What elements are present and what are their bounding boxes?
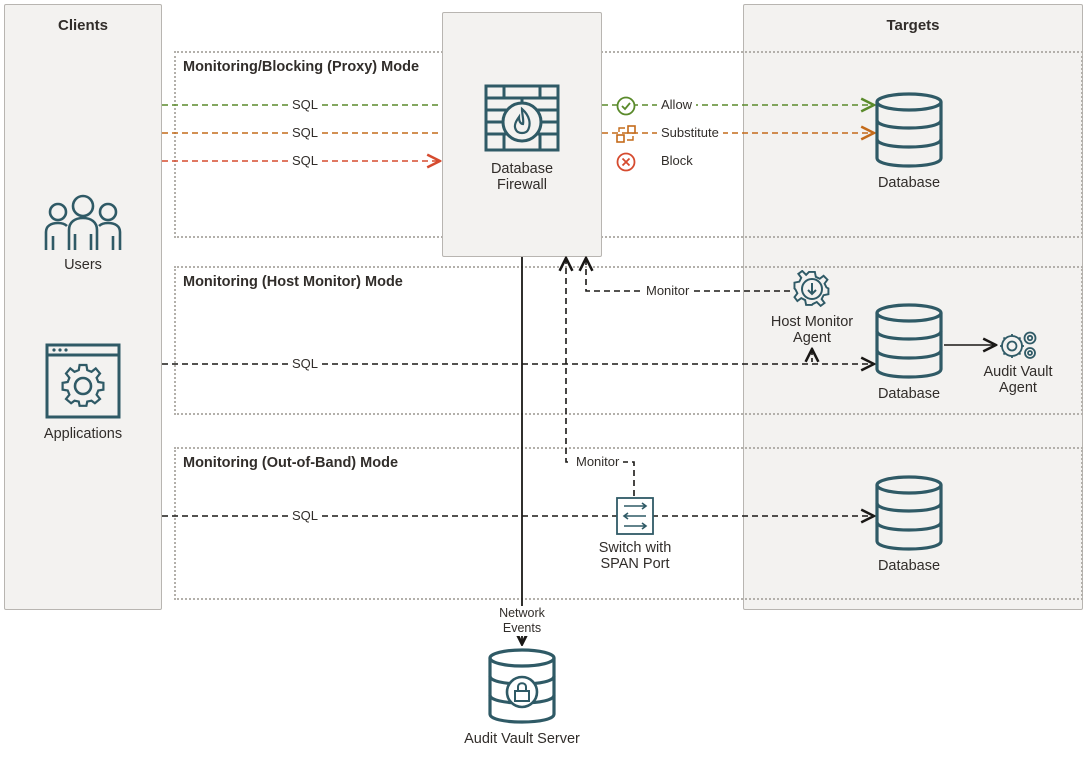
switch-label: Switch with SPAN Port [598,540,672,572]
users-icon [44,194,122,250]
firewall-icon [484,84,560,152]
clients-panel: Clients [4,4,162,610]
allow-label: Allow [657,97,697,112]
targets-panel: Targets [743,4,1083,610]
monitor-label-host: Monitor [642,283,694,298]
sql-label-allow: SQL [288,97,323,112]
database-label-host: Database [877,386,941,402]
sql-label-oob: SQL [288,508,323,523]
block-x-circle-icon [616,152,636,172]
host-monitor-agent-icon [793,270,830,308]
substitute-label: Substitute [657,125,723,140]
host-monitor-agent-label: Host Monitor Agent [770,314,854,346]
database-icon-proxy [875,92,943,168]
database-icon-oob [875,475,943,551]
database-label-proxy: Database [877,175,941,191]
application-gear-icon [45,343,121,419]
database-firewall-label: Database Firewall [490,161,554,193]
sql-label-host: SQL [288,356,323,371]
audit-vault-agent-label: Audit Vault Agent [983,364,1053,396]
proxy-mode-title: Monitoring/Blocking (Proxy) Mode [183,59,420,75]
host-monitor-mode-box: Monitoring (Host Monitor) Mode [174,266,1083,415]
clients-title: Clients [57,17,108,34]
database-icon-host [875,303,943,379]
swap-icon [616,125,636,143]
sql-label-substitute: SQL [288,125,323,140]
audit-vault-server-lock-db-icon [488,648,556,724]
network-events-label: Network Events [487,606,557,636]
block-label: Block [661,153,693,168]
out-of-band-mode-box: Monitoring (Out-of-Band) Mode [174,447,1083,600]
check-circle-icon [616,96,636,116]
users-label: Users [64,257,102,273]
proxy-mode-box: Monitoring/Blocking (Proxy) Mode [174,51,1083,238]
applications-label: Applications [43,426,123,442]
out-of-band-mode-title: Monitoring (Out-of-Band) Mode [183,455,399,471]
audit-vault-server-label: Audit Vault Server [464,731,580,747]
host-monitor-mode-title: Monitoring (Host Monitor) Mode [183,274,403,290]
monitor-label-oob: Monitor [572,454,624,469]
sql-label-block: SQL [288,153,323,168]
database-label-oob: Database [877,558,941,574]
audit-vault-agent-gears-icon [1000,331,1037,359]
switch-span-port-icon [616,497,654,535]
targets-title: Targets [886,17,940,34]
